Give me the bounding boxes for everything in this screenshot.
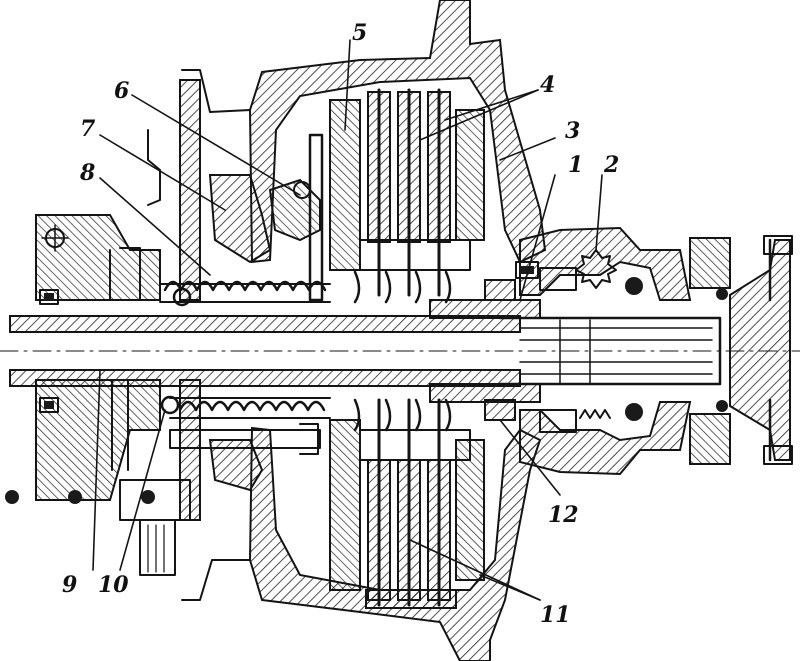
leader-lines <box>92 39 603 601</box>
label-8: 8 <box>79 160 95 186</box>
label-12: 12 <box>548 502 579 528</box>
label-2: 2 <box>603 152 619 178</box>
clutch-discs-upper <box>329 88 485 304</box>
label-4: 4 <box>540 72 555 98</box>
label-10: 10 <box>98 572 129 598</box>
callout-labels: 1 2 3 4 5 6 7 8 9 10 11 12 <box>62 20 619 628</box>
label-6: 6 <box>114 78 129 104</box>
main-shaft <box>0 315 800 387</box>
release-lever <box>169 133 324 492</box>
label-1: 1 <box>568 152 583 178</box>
bearing-carrier <box>519 226 731 476</box>
label-5: 5 <box>352 20 367 46</box>
label-3: 3 <box>565 118 580 144</box>
label-9: 9 <box>62 572 77 598</box>
bearings <box>39 261 539 421</box>
label-7: 7 <box>80 116 96 142</box>
clutch-discs-lower <box>329 398 485 609</box>
output-flange <box>729 235 793 465</box>
splined-shaft <box>429 299 722 403</box>
release-springs <box>159 280 331 419</box>
label-11: 11 <box>540 602 571 628</box>
